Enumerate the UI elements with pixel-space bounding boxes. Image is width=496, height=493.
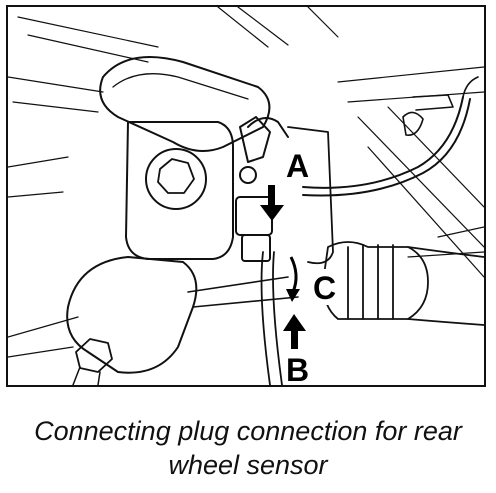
figure-caption: Connecting plug connection for rear whee… [34, 416, 462, 480]
background-structure [8, 7, 484, 278]
sensor-cable [247, 76, 479, 385]
arrow-b-up [283, 314, 306, 349]
arrow-c-curved [286, 256, 300, 302]
label-b: B [286, 352, 309, 385]
label-c: C [313, 270, 336, 306]
bracket-clip [287, 126, 334, 265]
hex-bolt-large [145, 148, 207, 210]
nut-lower-left [72, 338, 113, 385]
illustration-frame: A C B [6, 5, 486, 387]
technical-drawing: A C B [8, 7, 484, 385]
arrow-a-down [260, 185, 284, 221]
connector-plug [235, 116, 273, 262]
axle-carrier [125, 121, 234, 260]
label-a: A [286, 148, 309, 184]
upper-right-fitting [402, 94, 454, 136]
upper-control-arm [99, 56, 271, 152]
lower-control-arm [66, 256, 198, 374]
driveshaft-boot [322, 241, 484, 326]
